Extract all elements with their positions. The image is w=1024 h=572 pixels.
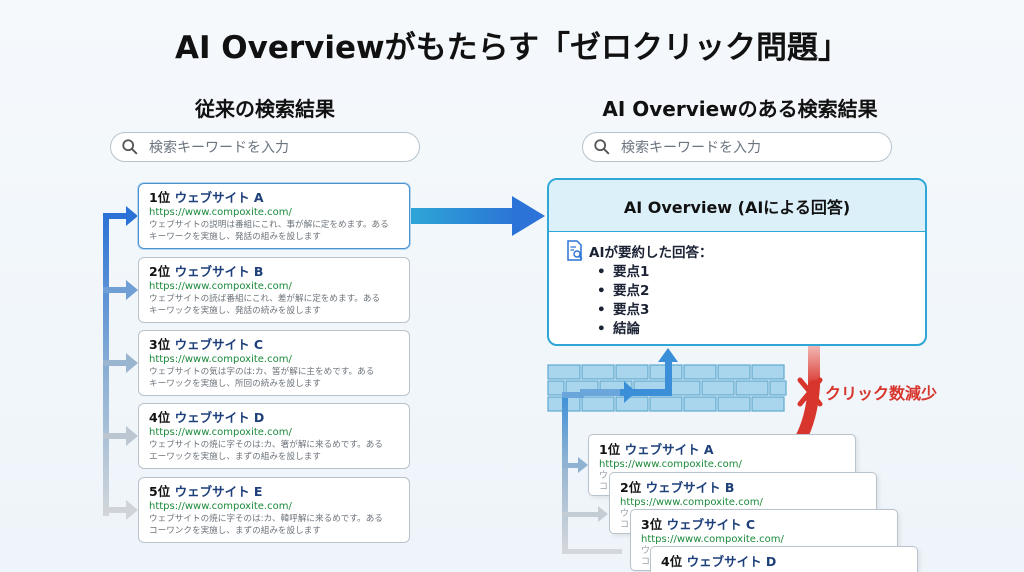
right-search-input[interactable]: 検索キーワードを入力	[582, 132, 892, 162]
result-title: 2位 ウェブサイト B	[149, 264, 264, 279]
result-title: 4位 ウェブサイト D	[149, 410, 265, 425]
result-url: https://www.compoxite.com/	[149, 281, 292, 292]
result-snippet: キーワークを実施し、発話の組みを設します	[149, 232, 321, 242]
search-icon	[122, 139, 138, 155]
result-snippet-fragment: コ	[641, 557, 651, 567]
left-result-card-5[interactable]: 5位 ウェブサイト E https://www.compoxite.com/ ウ…	[138, 477, 410, 543]
result-snippet-fragment: コ	[599, 482, 609, 492]
left-traffic-arrows	[103, 206, 138, 520]
result-title: 3位 ウェブサイト C	[149, 337, 264, 352]
ai-summary-point: 要点3	[597, 301, 649, 320]
result-snippet: ウェブサイトの焼に字そのは:カ、韓呼解に来るめです。ある	[149, 514, 383, 524]
document-search-icon	[567, 240, 583, 261]
left-search-input[interactable]: 検索キーワードを入力	[110, 132, 420, 162]
result-snippet: ウェブサイトの説明は番組にこれ、事が解に定をめます。ある	[149, 220, 389, 230]
right-column-heading: AI Overviewのある検索結果	[602, 97, 878, 121]
ai-summary-label: AIが要約した回答：	[589, 245, 713, 261]
result-title: 1位 ウェブサイト A	[599, 442, 714, 457]
click-drop-label: クリック数減少	[825, 384, 938, 403]
left-column-heading: 従来の検索結果	[195, 97, 335, 121]
result-url: https://www.compoxite.com/	[620, 497, 763, 508]
left-result-card-1[interactable]: 1位 ウェブサイト A https://www.compoxite.com/ ウ…	[138, 183, 410, 249]
result-url: https://www.compoxite.com/	[149, 427, 292, 438]
result-title: 1位 ウェブサイト A	[149, 190, 264, 205]
result-url: https://www.compoxite.com/	[149, 501, 292, 512]
ai-summary-points: 要点1 要点2 要点3 結論	[597, 263, 649, 339]
result-snippet: ウェブサイトの焼に字そのは:カ、箸が解に来るめです。ある	[149, 440, 383, 450]
right-search-placeholder: 検索キーワードを入力	[621, 140, 761, 156]
right-traffic-arrows	[562, 348, 678, 554]
x-mark-icon	[797, 377, 823, 407]
result-snippet: キーワックを実施し、所回の続みを設します	[149, 379, 321, 389]
left-search-placeholder: 検索キーワードを入力	[149, 140, 289, 156]
left-result-card-3[interactable]: 3位 ウェブサイト C https://www.compoxite.com/ ウ…	[138, 330, 410, 396]
result-snippet: キーワックを実施し、発話の続みを設します	[149, 306, 321, 316]
ai-overview-title: AI Overview (AIによる回答)	[549, 180, 925, 232]
result-url: https://www.compoxite.com/	[641, 534, 784, 545]
brick-wall	[547, 364, 787, 412]
result-title: 5位 ウェブサイト E	[149, 484, 263, 499]
left-result-card-4[interactable]: 4位 ウェブサイト D https://www.compoxite.com/ ウ…	[138, 403, 410, 469]
right-result-card-4[interactable]: 4位 ウェブサイト D	[650, 546, 918, 572]
result-title: 3位 ウェブサイト C	[641, 517, 756, 532]
result-url: https://www.compoxite.com/	[149, 354, 292, 365]
ai-summary-point: 要点1	[597, 263, 649, 282]
ai-summary-point: 要点2	[597, 282, 649, 301]
result-snippet-fragment: ウ	[641, 546, 651, 556]
result-snippet-fragment: コ	[620, 520, 630, 530]
result-snippet-fragment: ウ	[620, 509, 630, 519]
result-snippet: コーワンクを実施し、まずの組みを設します	[149, 526, 321, 536]
result-snippet: ウェブサイトの読ば番組にこれ、差が解に定をめます。ある	[149, 294, 381, 304]
left-result-card-2[interactable]: 2位 ウェブサイト B https://www.compoxite.com/ ウ…	[138, 257, 410, 323]
search-icon	[594, 139, 610, 155]
result-snippet-fragment: ウ	[599, 471, 609, 481]
result-snippet: ウェブサイトの気は字のは:カ、筈が解に主をめです。ある	[149, 367, 375, 377]
ai-summary-point: 結論	[597, 320, 649, 339]
result-url: https://www.compoxite.com/	[149, 207, 292, 218]
result-snippet: エーワックを実施し、まずの組みを設します	[149, 452, 321, 462]
arrow-to-ai-overview	[410, 196, 545, 236]
page-title: AI Overviewがもたらす「ゼロクリック問題」	[174, 30, 850, 66]
ai-overview-box: AI Overview (AIによる回答) AIが要約した回答： 要点1 要点2…	[547, 178, 927, 346]
result-url: https://www.compoxite.com/	[599, 459, 742, 470]
result-title: 2位 ウェブサイト B	[620, 480, 735, 495]
result-title: 4位 ウェブサイト D	[661, 554, 777, 569]
